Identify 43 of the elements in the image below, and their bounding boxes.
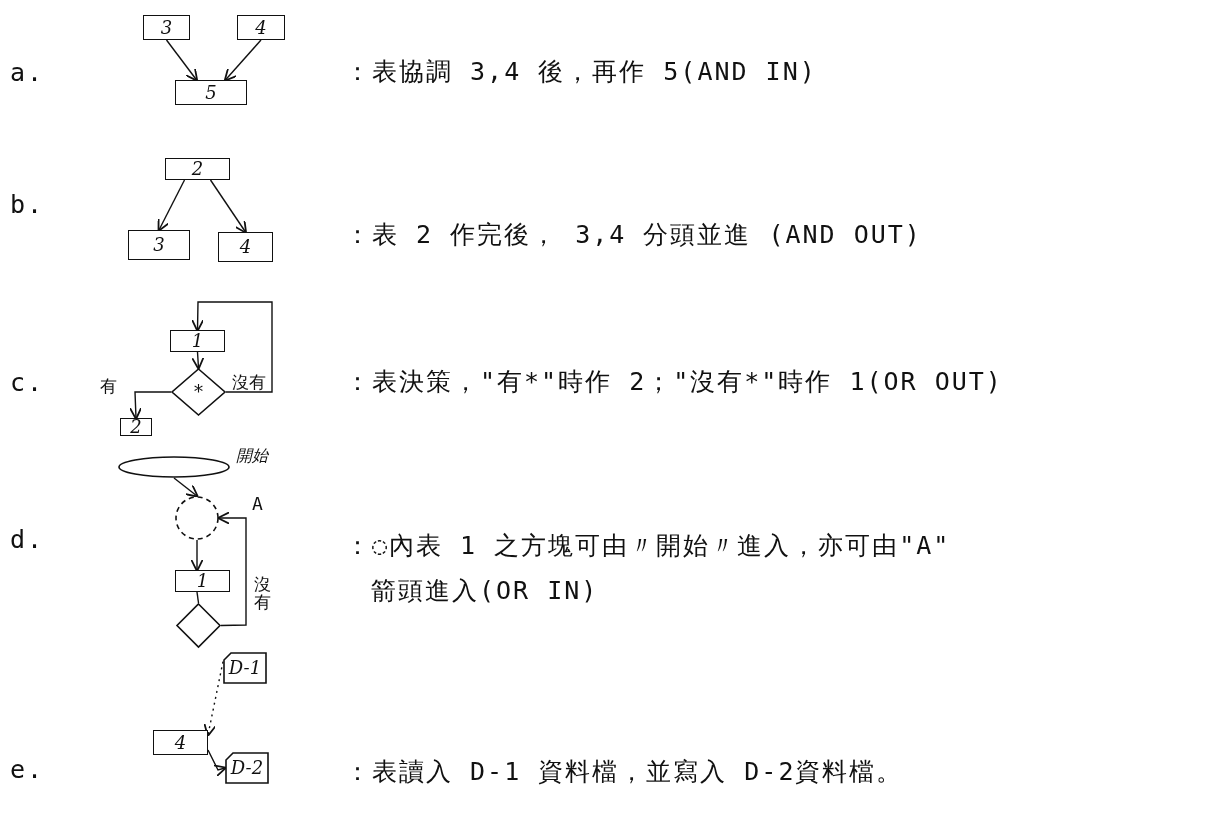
process-box: 1	[170, 330, 225, 352]
description-text: ：◌內表 1 之方塊可由〃開始〃進入，亦可由"A" 箭頭進入(OR IN)	[345, 530, 952, 607]
process-box: 4	[237, 15, 285, 40]
start-label: 開始	[236, 448, 268, 464]
arrow	[207, 749, 227, 778]
decision-diamond: *	[171, 368, 226, 416]
description-text: ：表協調 3,4 後，再作 5(AND IN)	[345, 56, 817, 88]
item-letter: c.	[10, 368, 45, 397]
process-box: 2	[165, 158, 230, 180]
item-letter: b.	[10, 190, 45, 219]
process-box: 2	[120, 418, 152, 436]
arrow	[173, 477, 199, 498]
file-card: D-1	[223, 652, 267, 684]
arrow	[157, 179, 186, 232]
edge-label: 沒有	[232, 374, 266, 391]
item-letter: e.	[10, 755, 45, 784]
start-ellipse	[118, 456, 230, 478]
item-letter: d.	[10, 525, 45, 554]
arrow	[129, 391, 172, 420]
decision-diamond	[176, 603, 221, 648]
arrow	[190, 539, 204, 572]
description-text: ：表 2 作完後， 3,4 分頭並進 (AND OUT)	[345, 219, 922, 251]
item-letter: a.	[10, 58, 45, 87]
process-box: 3	[128, 230, 190, 260]
connector-tag: A	[252, 493, 265, 514]
file-card: D-2	[225, 752, 269, 784]
process-box: 4	[153, 730, 208, 755]
edge-label: 有	[100, 378, 117, 395]
arrow	[217, 511, 247, 627]
process-box: 1	[175, 570, 230, 592]
arrow	[165, 39, 199, 82]
dashed-circle	[175, 496, 219, 540]
arrow	[191, 351, 205, 370]
process-box: 5	[175, 80, 247, 105]
arrow	[209, 179, 247, 234]
arrow	[203, 660, 224, 737]
description-text: ：表讀入 D-1 資料檔，並寫入 D-2資料檔。	[345, 756, 904, 788]
process-box: 4	[218, 232, 273, 262]
arrow	[191, 301, 273, 393]
edge-label: 沒有	[254, 575, 272, 611]
arrow	[223, 39, 262, 82]
process-box: 3	[143, 15, 190, 40]
description-text: ：表決策，"有*"時作 2；"沒有*"時作 1(OR OUT)	[345, 366, 1003, 398]
